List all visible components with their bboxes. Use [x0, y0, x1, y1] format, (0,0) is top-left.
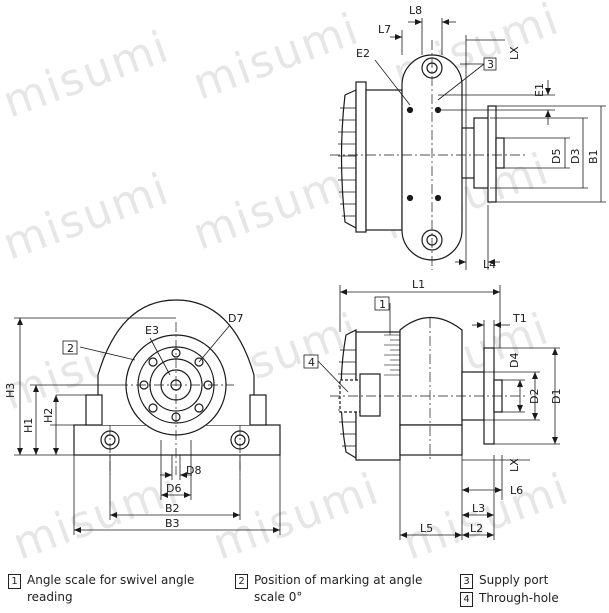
front-view-labels: H3 H1 H2 E3 D7 D8 D6 B2 B3 2 [4, 312, 243, 530]
watermark-text: misumi [396, 463, 576, 568]
dim-label-B3: B3 [165, 517, 180, 530]
top-view-labels: L8 L7 E2 LX E1 D5 D3 B1 L4 3 [356, 4, 600, 271]
legend-item-4: 4 Through-hole [460, 590, 559, 607]
dim-label-D6: D6 [166, 482, 181, 495]
dim-label-D3: D3 [569, 149, 582, 164]
callout-2: 2 [67, 342, 74, 355]
dim-label-L6: L6 [510, 484, 523, 497]
legend: 1 Angle scale for swivel angle reading 2… [0, 568, 609, 613]
legend-number-1: 1 [8, 574, 21, 589]
legend-number-3: 3 [460, 574, 473, 589]
dim-label-L1: L1 [412, 278, 425, 291]
watermark-text: misumi [186, 153, 366, 260]
dim-label-E2: E2 [356, 47, 370, 60]
side-view-labels: L1 T1 D4 D2 D1 LX L6 L3 L5 L2 1 4 [308, 278, 563, 535]
dim-label-L5: L5 [420, 522, 433, 535]
dim-label-L4: L4 [483, 258, 496, 271]
front-view-dimensions [14, 317, 281, 535]
watermark-text: misumi [6, 463, 186, 568]
callout-3: 3 [487, 58, 494, 71]
dim-label-D8: D8 [186, 464, 201, 477]
dim-label-H1: H1 [22, 418, 35, 433]
dim-label-LX: LX [508, 46, 521, 60]
dim-label-D7: D7 [228, 312, 243, 325]
dim-label-L8: L8 [409, 4, 422, 17]
watermark-text: misumi [206, 463, 386, 568]
watermark-text: misumi [186, 3, 366, 110]
dim-label-L3: L3 [472, 502, 485, 515]
dim-label-L7: L7 [378, 23, 391, 36]
front-view [73, 299, 281, 475]
callout-1: 1 [379, 298, 386, 311]
legend-text-2a: Position of marking at angle [254, 573, 423, 587]
legend-text-2b: scale 0° [254, 590, 303, 604]
callout-4: 4 [308, 356, 315, 369]
dim-label-T1: T1 [512, 312, 527, 325]
dim-label-D4: D4 [508, 353, 521, 368]
legend-item-1: 1 Angle scale for swivel angle reading [8, 572, 194, 606]
legend-text-3: Supply port [479, 573, 549, 587]
top-view-dimensions [374, 18, 606, 270]
legend-number-4: 4 [460, 592, 473, 607]
dim-label-B2: B2 [165, 502, 180, 515]
legend-item-3: 3 Supply port [460, 572, 548, 589]
dim-label-E3: E3 [145, 324, 159, 337]
technical-drawing: misumi misumi misumi misumi misumi misum… [0, 0, 606, 568]
dim-label-B1: B1 [587, 149, 600, 164]
dim-label-E1: E1 [533, 83, 546, 97]
watermark-text: misumi [0, 21, 176, 128]
legend-text-1a: Angle scale for swivel angle [27, 573, 195, 587]
dim-label-H3: H3 [4, 383, 17, 398]
dim-label-L2: L2 [470, 522, 483, 535]
watermark-layer: misumi misumi misumi misumi misumi misum… [0, 0, 576, 568]
dim-label-D2: D2 [528, 389, 541, 404]
side-view [330, 317, 525, 461]
legend-text-4: Through-hole [479, 591, 559, 605]
top-view [330, 40, 525, 270]
legend-text-1b: reading [27, 590, 73, 604]
legend-item-2: 2 Position of marking at angle scale 0° [235, 572, 422, 606]
dim-label-D5: D5 [550, 149, 563, 164]
legend-number-2: 2 [235, 574, 248, 589]
watermark-text: misumi [0, 163, 176, 270]
side-view-dimensions [303, 285, 560, 540]
dim-label-D1: D1 [550, 389, 563, 404]
dim-label-LX-side: LX [508, 458, 521, 472]
dim-label-H2: H2 [42, 408, 55, 423]
